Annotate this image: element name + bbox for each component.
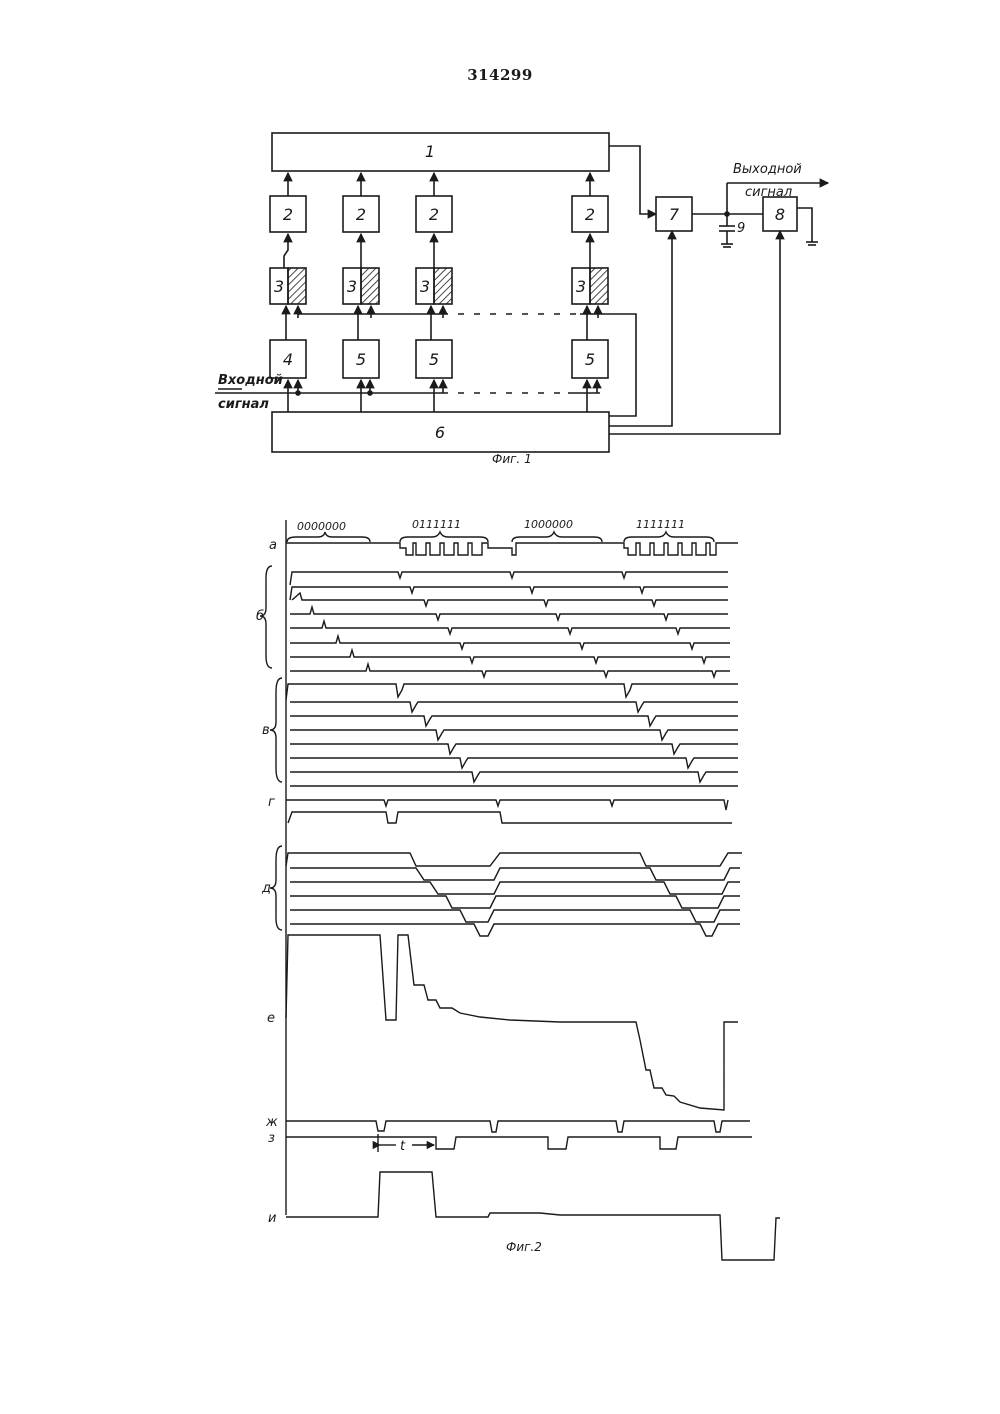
- block-3-label-col3: 3: [420, 277, 430, 296]
- row-label-g: г: [268, 795, 275, 810]
- fig2-timing-diagram: [260, 520, 780, 1260]
- code-brace-1: [287, 532, 370, 542]
- block-3-label-col1: 3: [274, 277, 284, 296]
- row-label-i: и: [268, 1211, 276, 1226]
- row-g-waveform: [286, 800, 728, 810]
- code-label-3: 1000000: [524, 518, 573, 531]
- input-label-line2: сигнал: [218, 397, 269, 412]
- row-b-waveforms: [290, 572, 730, 677]
- block-8-label: 8: [775, 205, 785, 224]
- interval-label: t: [400, 1139, 406, 1154]
- block-3-hatched-col4: [590, 268, 608, 304]
- row-d-waveforms: [286, 853, 742, 936]
- block-3-label-col4: 3: [576, 277, 586, 296]
- block-7-label: 7: [669, 205, 680, 224]
- row-zh-waveform: [286, 1121, 750, 1132]
- row-d-brace: [270, 846, 282, 930]
- row-a-waveform: [286, 543, 738, 555]
- block-5-label-col3: 5: [429, 350, 439, 369]
- row-label-d: д: [261, 881, 271, 896]
- code-brace-3: [512, 532, 602, 542]
- row-label-a: а: [269, 538, 277, 553]
- fig1-block-diagram: [215, 133, 828, 452]
- fig2-caption: Фиг.2: [506, 1240, 542, 1254]
- row-label-e: е: [267, 1011, 275, 1026]
- code-label-2: 0111111: [412, 518, 461, 531]
- input-label-line1: Входной: [218, 373, 283, 388]
- block-2-label-col3: 2: [429, 205, 439, 224]
- row-label-v: в: [262, 723, 270, 738]
- block-1-label: 1: [425, 142, 435, 161]
- block-1-frame: [272, 133, 609, 171]
- block-5-label-col2: 5: [356, 350, 366, 369]
- row-label-zh: ж: [265, 1115, 278, 1130]
- output-label-line1: Выходной: [733, 162, 802, 177]
- block-9-label: 9: [737, 221, 745, 236]
- row-label-b: б: [256, 609, 264, 624]
- row-v-brace: [270, 678, 282, 782]
- code-brace-4: [624, 532, 714, 542]
- block-3-label-col2: 3: [347, 277, 357, 296]
- block-3-hatched-col2: [361, 268, 379, 304]
- block-2-label-col4: 2: [585, 205, 595, 224]
- fig1-caption: Фиг. 1: [492, 452, 532, 466]
- block-4-label: 4: [283, 350, 293, 369]
- block-3-hatched-col1: [288, 268, 306, 304]
- fig1-output-path: [609, 146, 828, 434]
- row-g-waveform-2: [288, 812, 732, 823]
- block-2-label-col2: 2: [356, 205, 366, 224]
- code-label-1: 0000000: [297, 520, 346, 533]
- block-5-label-col4: 5: [585, 350, 595, 369]
- code-label-4: 1111111: [636, 518, 685, 531]
- block-6-label: 6: [435, 423, 445, 442]
- row-label-z: з: [268, 1131, 275, 1146]
- block-3-hatched-col3: [434, 268, 452, 304]
- row-e-waveform: [286, 935, 738, 1110]
- row-z-waveform: [286, 1137, 752, 1149]
- row-v-waveforms: [286, 684, 738, 786]
- output-label-line2: сигнал: [745, 185, 792, 200]
- code-brace-2: [400, 532, 488, 542]
- block-2-label-col1: 2: [283, 205, 293, 224]
